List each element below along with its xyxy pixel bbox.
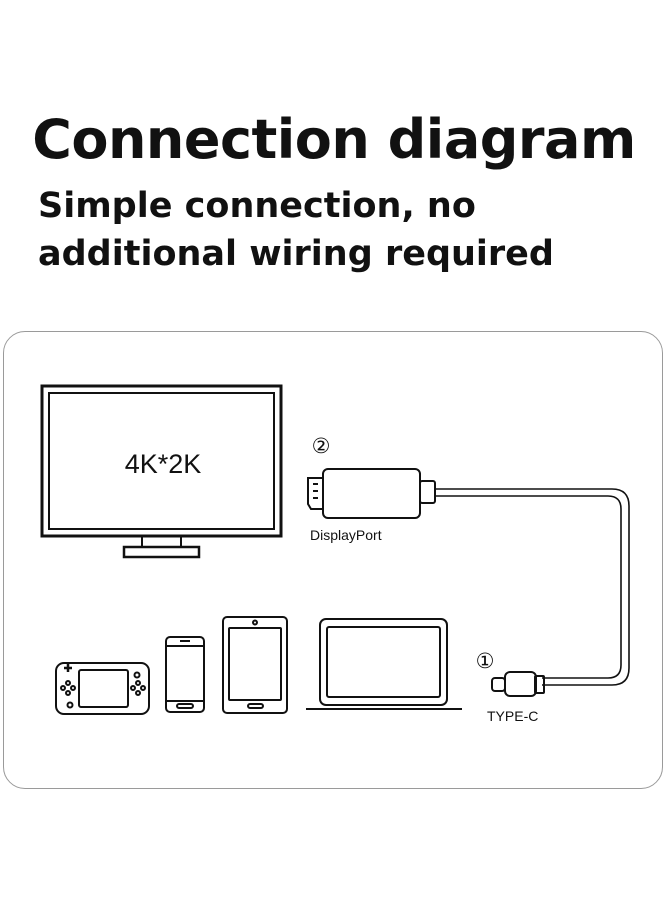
monitor-resolution-label: 4K*2K xyxy=(125,449,202,479)
cable-icon xyxy=(435,488,630,686)
diagram-title: Connection diagram xyxy=(32,108,636,171)
displayport-marker: ② xyxy=(312,435,331,458)
smartphone-icon xyxy=(165,636,205,713)
laptop-icon xyxy=(306,618,462,710)
displayport-label: DisplayPort xyxy=(310,527,382,543)
cable-inner-line xyxy=(435,495,622,679)
type-c-marker: ① xyxy=(476,650,495,673)
tablet-icon xyxy=(222,616,288,714)
type-c-connector-icon xyxy=(491,671,545,697)
type-c-label: TYPE-C xyxy=(487,708,538,724)
game-console-icon xyxy=(55,662,150,715)
diagram-subtitle: Simple connection, no additional wiring … xyxy=(38,186,554,274)
diagram-panel xyxy=(3,331,663,789)
monitor-icon xyxy=(40,384,283,559)
displayport-connector-icon xyxy=(307,468,436,519)
